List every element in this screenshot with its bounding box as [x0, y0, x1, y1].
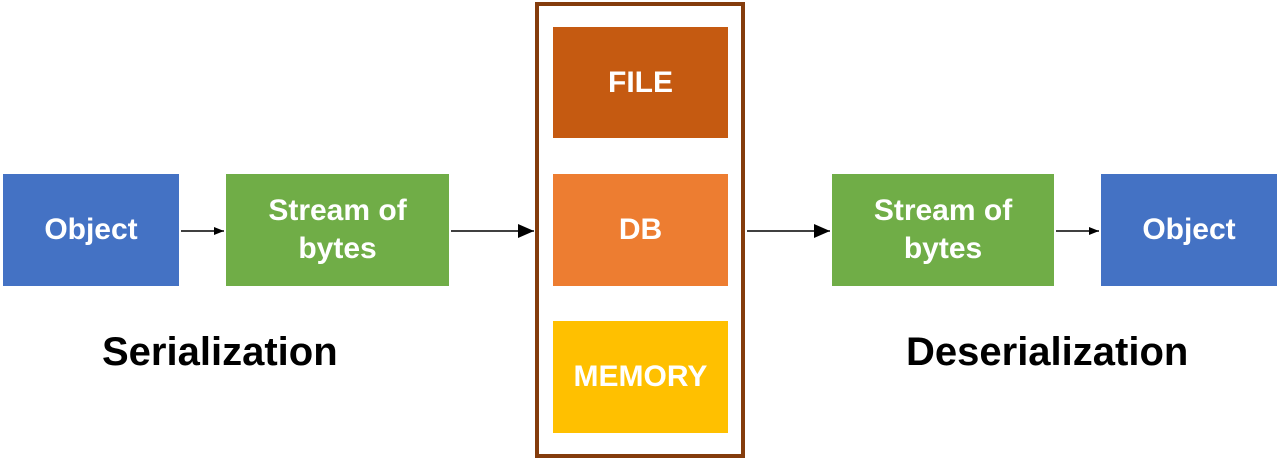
deserialization-stream-label: Stream of bytes: [873, 194, 1013, 265]
target-object-label: Object: [1142, 213, 1236, 246]
deserialization-caption: Deserialization: [906, 330, 1189, 374]
file-label: FILE: [608, 65, 673, 99]
memory-label: MEMORY: [573, 360, 708, 393]
source-object-label: Object: [44, 213, 138, 246]
memory-box: MEMORY: [553, 321, 728, 433]
storage-frame: [535, 2, 745, 458]
serialization-stream-label: Stream of bytes: [268, 194, 407, 265]
source-object-box: Object: [3, 174, 179, 286]
serialization-stream-box: Stream of bytes: [226, 174, 449, 286]
serialization-caption: Serialization: [102, 330, 338, 374]
deserialization-stream-box: Stream of bytes: [832, 174, 1054, 286]
db-label: DB: [618, 213, 663, 246]
target-object-box: Object: [1101, 174, 1277, 286]
file-box: FILE: [553, 27, 728, 138]
db-box: DB: [553, 174, 728, 286]
